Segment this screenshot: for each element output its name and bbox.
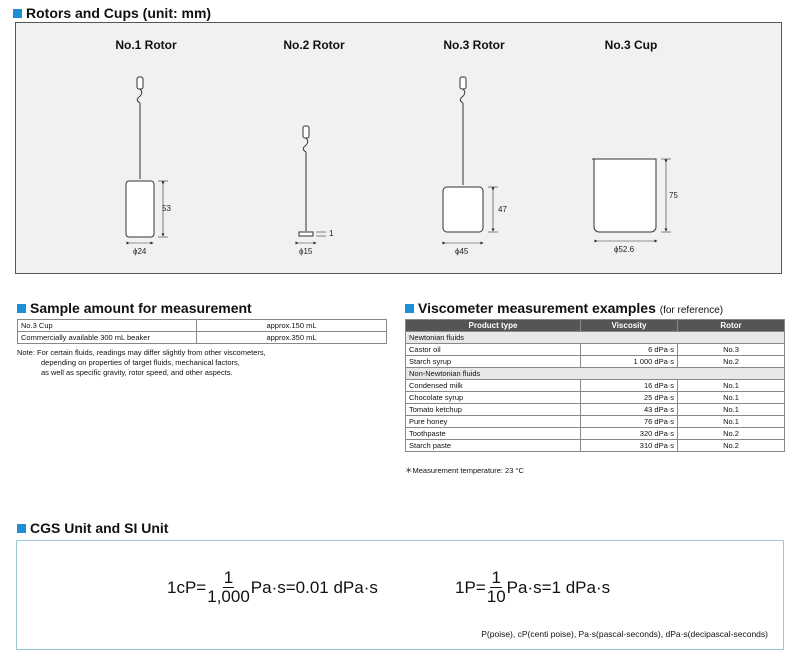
- rotor-2-height: 1: [329, 229, 334, 238]
- viscosity-cell: 1 000 dPa·s: [580, 355, 678, 368]
- rotor-1-shape: [125, 76, 168, 245]
- note-line: depending on properties of target fluids…: [41, 358, 240, 367]
- sample-item: No.3 Cup: [17, 319, 197, 332]
- viscosity-cell: 43 dPa·s: [580, 403, 678, 416]
- sample-section-title: Sample amount for measurement: [17, 300, 252, 316]
- table-header-row: Product type Viscosity Rotor: [405, 319, 785, 332]
- rotor-2-shape: [295, 125, 326, 245]
- sample-amount: approx.350 mL: [196, 331, 387, 344]
- cgs-title-text: CGS Unit and SI Unit: [30, 520, 169, 536]
- rotors-panel: No.1 Rotor No.2 Rotor No.3 Rotor No.3 Cu…: [15, 22, 782, 274]
- formula-cp-lhs: 1cP=: [167, 577, 207, 597]
- cup-3-shape: [592, 158, 671, 243]
- header-product: Product type: [405, 319, 581, 332]
- product-cell: Chocolate syrup: [405, 391, 581, 404]
- section-marker-icon: [405, 304, 414, 313]
- section-marker-icon: [13, 9, 22, 18]
- rotor-2-label: No.2 Rotor: [283, 38, 345, 52]
- rotors-section-title: Rotors and Cups (unit: mm): [13, 5, 211, 21]
- formula-cp-rhs: Pa·s=0.01 dPa·s: [250, 577, 378, 597]
- formula-cp-denominator: 1,000: [207, 587, 250, 606]
- cup-3-height: 75: [669, 191, 678, 200]
- sample-note: Note: For certain fluids, readings may d…: [17, 348, 266, 378]
- examples-table: Product type Viscosity Rotor Newtonian f…: [405, 319, 785, 452]
- product-cell: Pure honey: [405, 415, 581, 428]
- table-row: No.3 Cup approx.150 mL: [17, 319, 387, 332]
- rotor-1-label: No.1 Rotor: [115, 38, 177, 52]
- sample-table: No.3 Cup approx.150 mL Commercially avai…: [17, 319, 387, 344]
- rotor-1-diameter: ϕ24: [133, 247, 147, 256]
- rotor-cell: No.1: [677, 415, 785, 428]
- formula-p-denominator: 10: [486, 587, 506, 606]
- rotor-cell: No.1: [677, 403, 785, 416]
- rotor-cell: No.3: [677, 343, 785, 356]
- rotor-3-height: 47: [498, 205, 507, 214]
- section-marker-icon: [17, 304, 26, 313]
- note-line: as well as specific gravity, rotor speed…: [41, 368, 233, 377]
- unit-legend: P(poise), cP(centi poise), Pa·s(pascal-s…: [481, 629, 768, 639]
- viscosity-cell: 310 dPa·s: [580, 439, 678, 452]
- rotor-1-height: 53: [162, 204, 171, 213]
- product-cell: Condensed milk: [405, 379, 581, 392]
- formula-p-lhs: 1P=: [455, 577, 486, 597]
- rotor-cell: No.2: [677, 427, 785, 440]
- sample-item: Commercially available 300 mL beaker: [17, 331, 197, 344]
- cup-3-label: No.3 Cup: [604, 38, 658, 52]
- group-row: Non-Newtonian fluids: [405, 367, 785, 380]
- group-label: Newtonian fluids: [405, 331, 785, 344]
- rotor-3-diameter: ϕ45: [455, 247, 469, 256]
- formula-cp-numerator: 1: [222, 568, 235, 588]
- rotor-3-shape: [442, 76, 498, 245]
- rotor-cell: No.2: [677, 439, 785, 452]
- viscosity-cell: 6 dPa·s: [580, 343, 678, 356]
- sample-amount: approx.150 mL: [196, 319, 387, 332]
- product-cell: Starch syrup: [405, 355, 581, 368]
- rotor-3-label: No.3 Rotor: [443, 38, 505, 52]
- cup-3-diameter: ϕ52.6: [614, 245, 635, 254]
- note-line: Note: For certain fluids, readings may d…: [17, 348, 266, 357]
- product-cell: Starch paste: [405, 439, 581, 452]
- group-label: Non-Newtonian fluids: [405, 367, 785, 380]
- rotor-2-diameter: ϕ15: [299, 247, 313, 256]
- section-marker-icon: [17, 524, 26, 533]
- viscosity-cell: 16 dPa·s: [580, 379, 678, 392]
- rotor-cell: No.1: [677, 379, 785, 392]
- viscosity-cell: 25 dPa·s: [580, 391, 678, 404]
- header-rotor: Rotor: [677, 319, 785, 332]
- formula-p-rhs: Pa·s=1 dPa·s: [506, 577, 611, 597]
- examples-footnote: ＊Measurement temperature: 23 °C: [405, 466, 524, 475]
- group-row: Newtonian fluids: [405, 331, 785, 344]
- examples-subtitle: (for reference): [659, 305, 724, 316]
- examples-section-title: Viscometer measurement examples (for ref…: [405, 300, 723, 316]
- cgs-section-title: CGS Unit and SI Unit: [17, 520, 168, 536]
- rotor-cell: No.1: [677, 391, 785, 404]
- formula-p-numerator: 1: [490, 568, 502, 588]
- viscosity-cell: 76 dPa·s: [580, 415, 678, 428]
- table-row: Commercially available 300 mL beaker app…: [17, 331, 387, 344]
- rotor-cell: No.2: [677, 355, 785, 368]
- header-viscosity: Viscosity: [580, 319, 678, 332]
- product-cell: Tomato ketchup: [405, 403, 581, 416]
- examples-title-text: Viscometer measurement examples: [418, 300, 656, 316]
- product-cell: Castor oil: [405, 343, 581, 356]
- rotors-drawing: [125, 76, 671, 245]
- viscosity-cell: 320 dPa·s: [580, 427, 678, 440]
- rotors-title-text: Rotors and Cups (unit: mm): [26, 5, 212, 21]
- product-cell: Toothpaste: [405, 427, 581, 440]
- sample-title-text: Sample amount for measurement: [30, 300, 252, 316]
